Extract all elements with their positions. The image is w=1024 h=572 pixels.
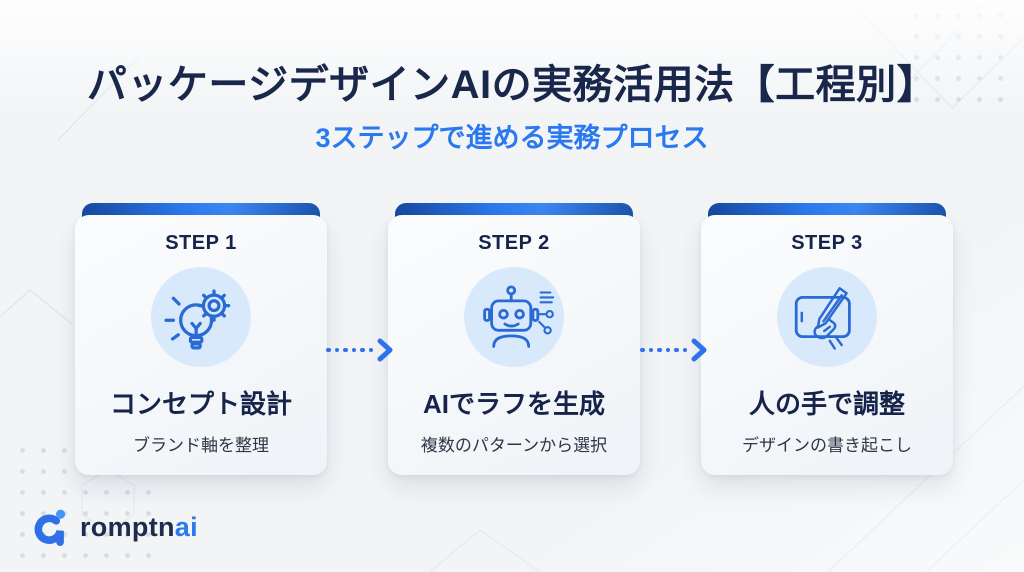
arrow-dot — [334, 347, 339, 353]
romptn-logo-icon — [34, 509, 66, 546]
step-1-panel: STEP 1 コン — [75, 215, 327, 475]
step-1-card: STEP 1 コン — [75, 203, 327, 475]
step-3-panel: STEP 3 人の手 — [701, 215, 953, 475]
page-subtitle: 3ステップで進める実務プロセス — [315, 123, 709, 153]
logo-text-accent: ai — [174, 511, 198, 542]
flow-arrow-2 — [640, 338, 707, 362]
step-3-label: STEP 3 — [791, 232, 863, 254]
page-title: パッケージデザインAIの実務活用法【工程別】 — [86, 63, 938, 107]
step-3-icon-circle — [777, 267, 877, 367]
lightbulb-gear-icon — [164, 289, 231, 350]
arrow-dot — [657, 347, 662, 353]
arrow-dot — [648, 347, 653, 353]
robot-ai-icon — [483, 285, 555, 348]
arrow-chevron-icon — [377, 338, 393, 362]
step-1-label: STEP 1 — [165, 232, 237, 254]
tablet-pen-icon — [794, 287, 851, 350]
arrow-dot — [343, 347, 348, 353]
step-1-icon-circle — [151, 267, 251, 367]
step-1-title: コンセプト設計 — [109, 389, 292, 419]
step-3-title: 人の手で調整 — [748, 389, 905, 419]
arrow-dot — [326, 347, 331, 353]
step-2-description: 複数のパターンから選択 — [420, 436, 608, 455]
arrow-dot — [351, 347, 356, 353]
step-3-description: デザインの書き起こし — [742, 436, 912, 455]
step-3-card: STEP 3 人の手 — [701, 203, 953, 475]
arrow-dot — [665, 347, 670, 353]
step-2-panel: STEP 2 — [388, 215, 640, 475]
arrow-chevron-icon — [691, 338, 707, 362]
step-1-description: ブランド軸を整理 — [133, 436, 269, 455]
step-2-label: STEP 2 — [478, 232, 550, 254]
arrow-dot — [640, 347, 645, 353]
step-2-icon-circle — [464, 267, 564, 367]
steps-row: STEP 1 コン — [75, 203, 953, 475]
arrow-dot — [674, 347, 679, 353]
step-2-title: AIでラフを生成 — [422, 389, 605, 419]
logo-text-primary: romptn — [80, 511, 175, 542]
arrow-dot — [368, 347, 373, 353]
step-2-card: STEP 2 — [388, 203, 640, 475]
arrow-dot — [360, 347, 365, 353]
arrow-dot — [682, 347, 687, 353]
flow-arrow-1 — [326, 338, 393, 362]
brand-logo-text: romptnai — [80, 512, 198, 543]
brand-logo: romptnai — [33, 506, 198, 548]
